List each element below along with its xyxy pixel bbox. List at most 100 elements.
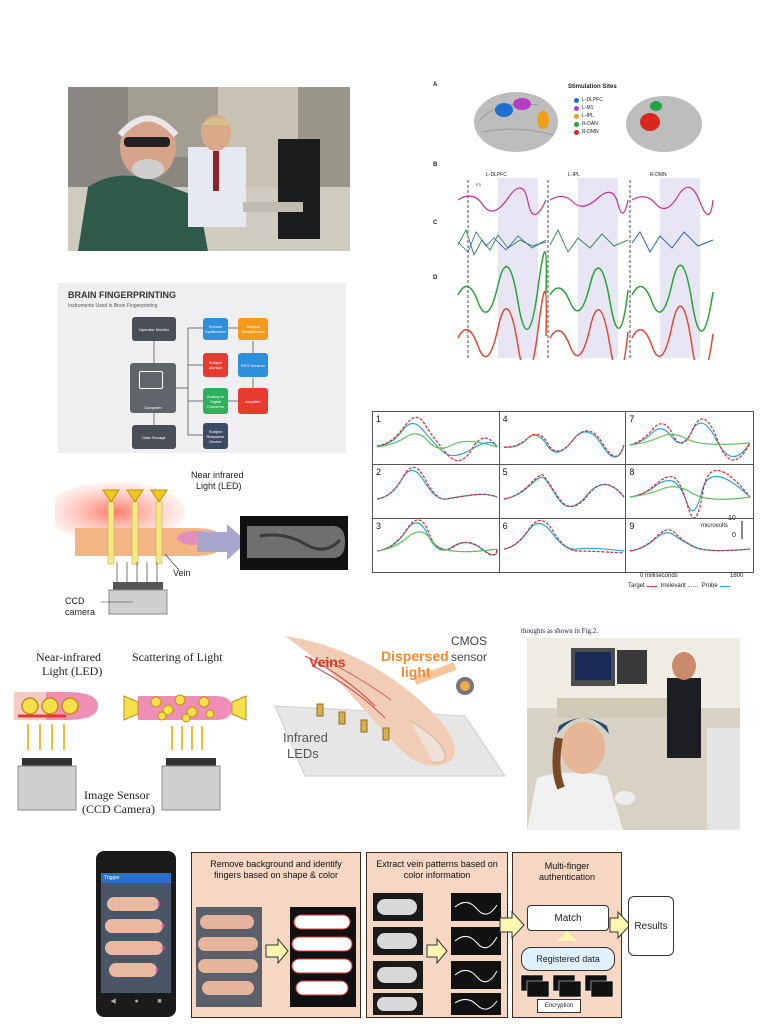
stage-3-title: Multi-finger authentication [538, 861, 596, 882]
results-box: Results [628, 896, 674, 956]
near-infrared-label-2: Light (LED) [196, 481, 242, 491]
finger-vein-illustration-1 [55, 482, 348, 615]
cell-number: 7 [629, 414, 635, 424]
column-label: L-DLPFC [486, 172, 507, 178]
cmos-finger-illustration: Veins Dispersed light CMOS sensor Infrar… [265, 626, 507, 798]
photo-eeg-lab-image [68, 87, 350, 251]
home-icon[interactable]: ● [134, 997, 139, 1005]
back-icon[interactable]: ◀ [110, 998, 116, 1005]
arrow-stage2-to-3 [499, 910, 525, 940]
scattering-label: Scattering of Light [132, 650, 223, 664]
diagram-connectors [153, 327, 254, 436]
computer-box: Computer [130, 363, 176, 413]
legend-label: L-IPL [582, 113, 594, 119]
pipeline-stage-2: Extract vein patterns based on color inf… [366, 852, 508, 1018]
x-axis-start: 0 milliseconds [640, 573, 678, 579]
legend-label: L-M1 [582, 105, 594, 111]
column-label: L-IPL [568, 172, 580, 178]
erp-cell: 1 [373, 412, 500, 466]
phone-app-title: Trigger [104, 875, 120, 881]
x-axis-end: 1800 [730, 573, 744, 579]
encrypted-patterns [520, 974, 614, 998]
box-label: Subject Headphones [241, 324, 265, 334]
phone-app-bar: Trigger [101, 873, 171, 883]
legend-item: L-DLPFC [574, 96, 603, 104]
cell-number: 1 [376, 414, 382, 424]
results-label: Results [634, 920, 668, 932]
near-infrared-led-label-2: Light (LED) [42, 664, 103, 678]
legend-item: R-DAN [574, 120, 603, 128]
pipeline-stage-1: Remove background and identify fingers b… [191, 852, 361, 1018]
pipeline-stage-3: Multi-finger authentication Match Regist… [512, 852, 622, 1018]
scale-top: 10 [728, 515, 736, 522]
electrode-label: F3 [476, 182, 481, 187]
ccd-label: CCD [65, 596, 85, 606]
legend-dot-icon [574, 105, 579, 111]
diagram-subtitle: Instruments Used in Brain Fingerprinting [68, 303, 158, 309]
erp-cell: 7 [626, 412, 753, 466]
photo-eeg-lab [68, 87, 350, 251]
legend-label: Probe [701, 583, 718, 589]
stage-2-title: Extract vein patterns based on color inf… [376, 859, 498, 880]
erp-grid: 1 4 7 2 5 8 3 6 9 [372, 411, 754, 573]
panel-d-label: D [433, 275, 438, 281]
box-label: Subject Monitor [208, 360, 223, 370]
diagram-title: BRAIN FINGERPRINTING [68, 290, 176, 300]
stimulation-sites-figure: A Stimulation Sites L-DLPFC L-M1 L-IPL R… [428, 80, 718, 360]
speech-synthesizer-box: Speech Synthesizer [203, 318, 228, 340]
phone-screen: Trigger [101, 873, 171, 993]
analog-to-digital-box: Analog to Digital Converter [203, 388, 228, 414]
cell-number: 5 [502, 467, 508, 478]
legend-item: L-IPL [574, 112, 603, 120]
box-label: Subject Response Device [206, 428, 225, 444]
computer-icon [139, 371, 163, 389]
stimulation-traces [457, 178, 714, 360]
brain-fingerprinting-diagram: BRAIN FINGERPRINTING Instruments Used in… [58, 283, 346, 453]
amplifier-box: Amplifier [238, 388, 268, 414]
legend-label: Irrelevant [660, 583, 686, 589]
registered-data-box: Registered data [521, 947, 615, 971]
box-label: Computer [144, 405, 162, 410]
erp-cell: 6 [500, 518, 627, 572]
arrow-stage3-to-results [609, 910, 631, 940]
finger-vein-diagram-1: Near infrared Light (LED) Vein CCD camer… [55, 462, 351, 622]
operator-monitor-box: Operator Monitor [132, 317, 176, 341]
ccd-camera-label: (CCD Camera) [82, 802, 155, 816]
legend-label: R-DAN [582, 121, 598, 127]
box-label: Data Storage [142, 434, 166, 440]
cell-number: 4 [502, 414, 508, 424]
phone-hand-image [101, 883, 171, 993]
cell-number: 6 [502, 520, 508, 531]
finger-vein-illustration-2 [14, 692, 247, 811]
phone-nav-bar: ◀ ● ■ [101, 995, 171, 1007]
subject-monitor-box: Subject Monitor [203, 353, 228, 377]
photo-eeg-cap-image [527, 638, 740, 830]
registered-data-label: Registered data [536, 954, 600, 964]
scale-unit: microvolts [701, 523, 729, 529]
subject-response-device-box: Subject Response Device [203, 423, 228, 449]
cmos-label: CMOS [451, 634, 487, 648]
figure-caption: thoughts as shown in Fig.2. [521, 627, 599, 635]
legend-item: R-DMN [574, 128, 603, 136]
encryption-label: Encryption [544, 1003, 574, 1009]
stage-2-images [373, 893, 501, 1015]
encryption-box: Encryption [537, 999, 581, 1013]
stage-1-title: Remove background and identify fingers b… [210, 859, 342, 880]
box-label: Speech Synthesizer [205, 324, 226, 334]
match-box: Match [527, 905, 609, 931]
legend-item: L-M1 [574, 104, 603, 112]
legend-label: R-DMN [582, 129, 599, 135]
near-infrared-label: Near infrared [191, 470, 244, 480]
up-arrow-icon [557, 931, 577, 941]
phone-device: Trigger ◀ ● ■ [96, 851, 176, 1017]
box-label: EEG Sensors [240, 362, 266, 368]
eeg-sensors-box: EEG Sensors [238, 353, 268, 377]
erp-grid-figure: 1 4 7 2 5 8 3 6 9 [372, 411, 754, 595]
photo-eeg-cap [527, 638, 740, 830]
erp-cell: 2 [373, 465, 500, 519]
scale-bottom: 0 [732, 532, 736, 539]
recents-icon[interactable]: ■ [157, 997, 162, 1005]
stimulation-title: Stimulation Sites [568, 84, 617, 90]
legend-dot-icon [574, 97, 579, 103]
cell-number: 8 [629, 467, 635, 478]
